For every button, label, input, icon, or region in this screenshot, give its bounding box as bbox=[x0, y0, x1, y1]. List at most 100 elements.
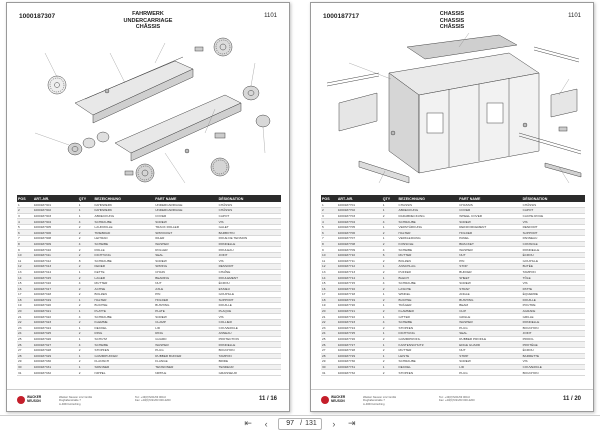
table-cell: 1000187715 bbox=[336, 280, 382, 287]
table-cell: 1 bbox=[381, 302, 398, 309]
table-cell: KLAMMER bbox=[397, 308, 459, 315]
table-cell: CHAÎNE bbox=[217, 269, 281, 276]
page-number-input[interactable] bbox=[283, 419, 298, 428]
table-cell: SCREW bbox=[154, 218, 218, 225]
table-cell: SUPPORT bbox=[521, 229, 585, 237]
table-cell: TENDEUR bbox=[217, 364, 281, 371]
table-cell: ROULEMENT bbox=[217, 274, 281, 281]
table-cell: CLIP bbox=[458, 308, 522, 315]
table-cell: CHAIN bbox=[154, 269, 218, 276]
table-cell: 1000187315 bbox=[32, 274, 78, 281]
table-cell: WHEEL COVER bbox=[458, 213, 522, 220]
table-cell: 1000187726 bbox=[336, 336, 382, 343]
table-cell: 26 bbox=[17, 341, 33, 348]
table-cell: TAMPON bbox=[217, 353, 281, 360]
table-cell: NUT bbox=[458, 252, 522, 259]
table-cell: TRÄGER bbox=[397, 302, 459, 309]
idler-wheel-part bbox=[210, 157, 230, 177]
table-cell: 3 bbox=[17, 213, 33, 220]
next-page-icon[interactable]: › bbox=[332, 418, 336, 429]
small-part bbox=[194, 46, 204, 52]
table-cell: SCHEIBE bbox=[93, 241, 155, 248]
table-cell: BUCHSE bbox=[397, 297, 459, 304]
table-cell: 2 bbox=[77, 224, 94, 231]
table-cell: 4 bbox=[77, 218, 94, 225]
table-cell: 11 bbox=[321, 257, 337, 264]
table-cell: 1000187729 bbox=[336, 353, 382, 360]
table-cell: BEAM bbox=[458, 302, 522, 309]
table-cell: FAHRWERK bbox=[93, 207, 155, 214]
table-cell: 6 bbox=[321, 229, 337, 237]
table-cell: 18 bbox=[321, 297, 337, 304]
table-cell: 2 bbox=[381, 325, 398, 332]
table-cell: 2 bbox=[321, 207, 337, 214]
table-cell: JOINT bbox=[521, 330, 585, 337]
table-cell: 3 bbox=[321, 213, 337, 220]
table-cell: 1000187701 bbox=[336, 202, 382, 209]
leader-lines bbox=[34, 42, 266, 184]
table-cell: VERSTÄRKUNG bbox=[397, 224, 459, 231]
address-line: A-4063 Hörsching bbox=[363, 402, 385, 406]
table-cell: 4 bbox=[77, 280, 94, 287]
table-cell: 2 bbox=[381, 369, 398, 376]
table-cell: HOLDER bbox=[458, 229, 522, 237]
table-cell: ÉCROU bbox=[217, 280, 281, 287]
page-footer: WACKER NEUSON Wacker Neuson Linz GmbH Fl… bbox=[311, 389, 593, 411]
table-cell: SPROCKET bbox=[154, 229, 218, 237]
table-cell: AXLE bbox=[154, 285, 218, 292]
sprocket-part bbox=[213, 37, 233, 57]
table-cell: 1 bbox=[77, 213, 94, 220]
column-header: QTY bbox=[77, 195, 94, 202]
last-page-icon[interactable]: ⇥ bbox=[348, 418, 356, 428]
column-header: ART.-NR. bbox=[336, 195, 382, 202]
table-cell: CHÂSSIS bbox=[217, 207, 281, 214]
table-cell: ABDECKUNG bbox=[397, 207, 459, 214]
table-cell: 12 bbox=[17, 263, 33, 270]
table-cell: 1000187314 bbox=[32, 269, 78, 276]
first-page-icon[interactable]: ⇤ bbox=[244, 418, 252, 428]
table-cell: 2 bbox=[381, 336, 398, 343]
prev-page-icon[interactable]: ‹ bbox=[264, 418, 268, 429]
table-cell: 7 bbox=[321, 235, 337, 242]
table-cell: 1 bbox=[77, 269, 94, 276]
column-header: POS bbox=[321, 195, 337, 202]
table-cell: 7 bbox=[17, 235, 33, 242]
table-cell: 27 bbox=[17, 347, 33, 354]
table-cell: 10 bbox=[321, 252, 337, 259]
table-cell: COVER bbox=[458, 207, 522, 214]
document-reference: 1101 bbox=[568, 13, 581, 19]
table-cell: 2 bbox=[77, 302, 94, 309]
small-part bbox=[522, 122, 528, 128]
table-cell: RONDELLE bbox=[217, 341, 281, 348]
table-cell: SPANNER bbox=[93, 364, 155, 371]
table-cell: PATTE bbox=[521, 285, 585, 292]
parts-table-container: POS ART.-NR. QTY BEZEICHNUNG PART NAME D… bbox=[321, 195, 585, 376]
table-cell: 2 bbox=[77, 291, 94, 298]
column-header: POS bbox=[17, 195, 33, 202]
table-cell: 16 bbox=[17, 285, 33, 292]
table-cell: WASHER bbox=[458, 319, 522, 326]
table-cell: ÉQUERRE bbox=[521, 291, 585, 298]
table-cell: 1000187323 bbox=[32, 319, 78, 326]
table-cell: 1000187317 bbox=[32, 285, 78, 292]
table-cell: 1 bbox=[381, 364, 398, 371]
table-cell: 1000187308 bbox=[32, 235, 78, 242]
table-cell: BEARING bbox=[154, 274, 218, 281]
table-cell: 23 bbox=[321, 325, 337, 332]
table-cell: LEITRAD bbox=[93, 235, 155, 242]
table-cell: KETTE bbox=[93, 269, 155, 276]
table-cell: 1000187326 bbox=[32, 336, 78, 343]
table-cell: ÉCROU bbox=[521, 347, 585, 354]
contact-line: Fax: +43(0)7221/63 000-2200 bbox=[135, 399, 171, 403]
table-header-row: POS ART.-NR. QTY BEZEICHNUNG PART NAME D… bbox=[17, 195, 281, 202]
table-cell: 1000187301 bbox=[32, 202, 78, 209]
